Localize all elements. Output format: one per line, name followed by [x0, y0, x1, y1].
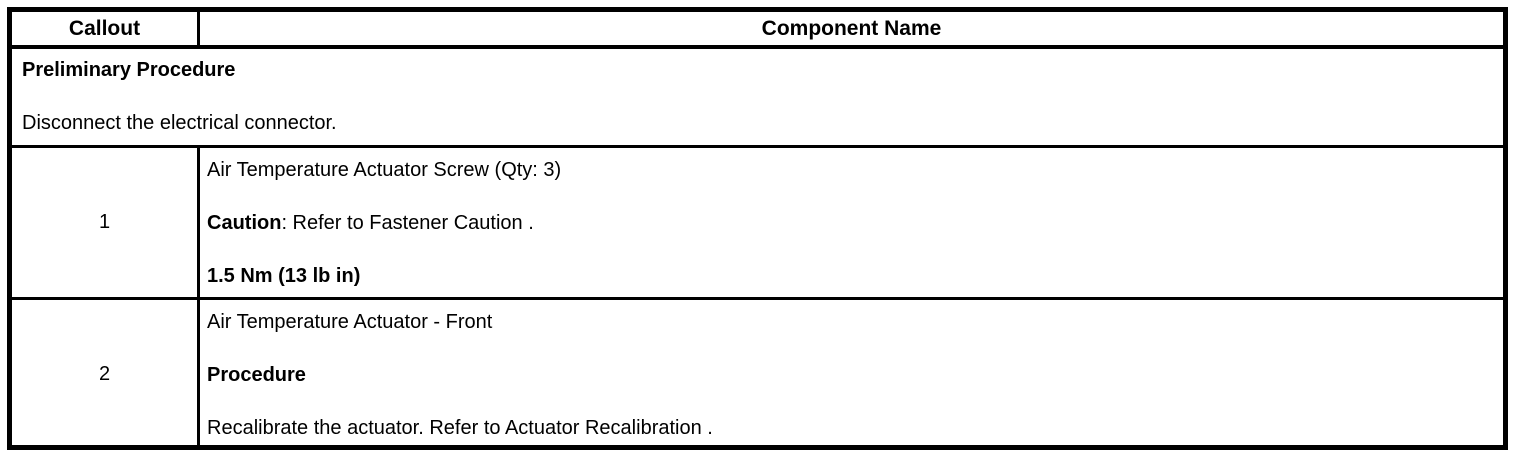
preliminary-procedure-row: Preliminary Procedure Disconnect the ele… [12, 49, 1503, 148]
callout-number: 2 [12, 300, 200, 449]
torque-spec: 1.5 Nm (13 lb in) [207, 265, 361, 287]
callout-column-header: Callout [12, 12, 200, 45]
caution-label: Caution [207, 212, 282, 234]
component-name-column-header: Component Name [761, 17, 942, 40]
table-header-row: Callout Component Name [12, 12, 1503, 49]
component-callout-table: Callout Component Name Preliminary Proce… [7, 7, 1508, 450]
component-name-text: Air Temperature Actuator Screw (Qty: 3) [207, 159, 562, 181]
callout-number: 1 [12, 148, 200, 297]
procedure-instruction: Recalibrate the actuator. Refer to Actua… [207, 417, 713, 439]
caution-text: : Refer to Fastener Caution . [281, 212, 534, 234]
component-cell: Air Temperature Actuator - Front Procedu… [200, 300, 1503, 449]
component-cell: Air Temperature Actuator Screw (Qty: 3) … [200, 148, 1503, 297]
preliminary-procedure-instruction: Disconnect the electrical connector. [22, 112, 337, 134]
table-row-callout-2: 2 Air Temperature Actuator - Front Proce… [12, 300, 1503, 449]
procedure-heading: Procedure [207, 364, 306, 386]
table-row-callout-1: 1 Air Temperature Actuator Screw (Qty: 3… [12, 148, 1503, 300]
preliminary-procedure-heading: Preliminary Procedure [22, 59, 236, 81]
caution-note: Caution: Refer to Fastener Caution . [207, 212, 1495, 234]
component-name-text: Air Temperature Actuator - Front [207, 311, 493, 333]
